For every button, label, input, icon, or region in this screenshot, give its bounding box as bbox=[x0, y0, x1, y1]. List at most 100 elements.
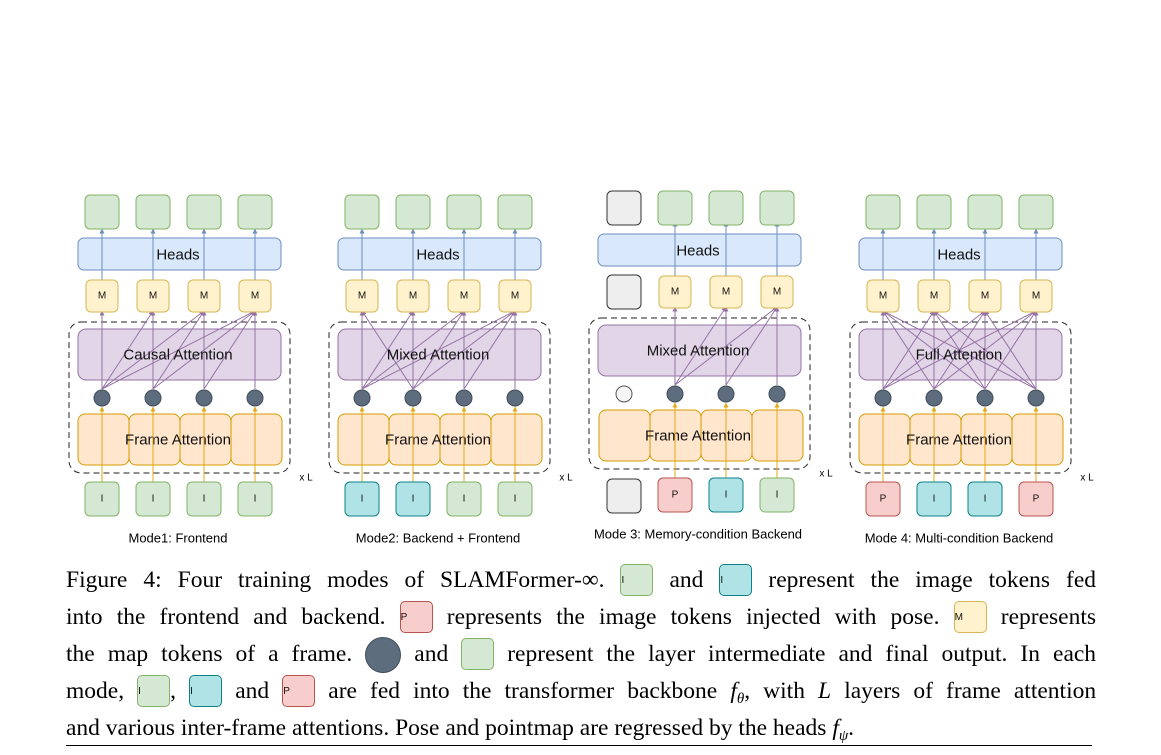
output-token bbox=[446, 194, 482, 230]
caption-text: and bbox=[669, 567, 704, 593]
attention-arrow bbox=[933, 310, 1037, 390]
repeat-label: x L bbox=[299, 473, 313, 484]
map-token-label: M bbox=[149, 291, 157, 302]
input-token-green bbox=[446, 481, 482, 517]
map-token-label: M bbox=[200, 291, 208, 302]
input-token-green bbox=[84, 481, 120, 517]
intermediate-dot bbox=[353, 389, 371, 407]
heads-box bbox=[77, 237, 282, 271]
attention-label: Full Attention bbox=[916, 347, 1003, 364]
frame-attention-label: Frame Attention bbox=[645, 428, 751, 445]
map-token bbox=[238, 279, 272, 313]
pose-token-icon: P bbox=[282, 674, 316, 707]
input-token-cyan bbox=[967, 481, 1003, 517]
map-token-label: M bbox=[460, 291, 468, 302]
intermediate-dot bbox=[768, 385, 786, 403]
bottom-rule bbox=[66, 745, 1092, 746]
output-token bbox=[237, 194, 273, 230]
output-token bbox=[135, 194, 171, 230]
attention-arrow bbox=[674, 306, 727, 386]
intermediate-dot bbox=[506, 389, 524, 407]
attention-label: Mixed Attention bbox=[387, 347, 490, 364]
heads-label: Heads bbox=[937, 247, 980, 264]
repeat-label: x L bbox=[559, 473, 573, 484]
frame-attention-cell bbox=[230, 413, 283, 466]
memory-intermediate-dot bbox=[615, 385, 633, 403]
attention-arrow bbox=[101, 310, 154, 390]
output-token bbox=[657, 190, 693, 226]
map-token-label: M bbox=[511, 291, 519, 302]
attention-label: Causal Attention bbox=[123, 347, 232, 364]
output-token bbox=[1018, 194, 1054, 230]
intermediate-dot bbox=[93, 389, 111, 407]
output-token bbox=[967, 194, 1003, 230]
map-token-label: M bbox=[251, 291, 259, 302]
intermediate-dot bbox=[404, 389, 422, 407]
repeat-label: x L bbox=[819, 469, 833, 480]
input-token-label: I bbox=[152, 494, 155, 505]
memory-output-token bbox=[606, 190, 642, 226]
output-token bbox=[186, 194, 222, 230]
frame-attention-cell bbox=[490, 413, 543, 466]
attention-arrow bbox=[882, 310, 935, 390]
caption-text: mode, bbox=[66, 678, 125, 704]
map-token-label: M bbox=[358, 291, 366, 302]
map-token bbox=[866, 279, 900, 313]
repeat-block-border bbox=[849, 321, 1072, 474]
mode-label: Mode2: Backend + Frontend bbox=[356, 531, 520, 546]
map-token-label: M bbox=[1032, 291, 1040, 302]
input-token-green bbox=[186, 481, 222, 517]
map-token bbox=[658, 275, 692, 309]
frame-attention-label: Frame Attention bbox=[906, 432, 1012, 449]
map-token-label: M bbox=[930, 291, 938, 302]
repeat-block-border bbox=[68, 321, 291, 474]
output-token bbox=[759, 190, 795, 226]
map-token bbox=[709, 275, 743, 309]
input-token-cyan bbox=[344, 481, 380, 517]
caption-line-1: Figure 4: Four training modes of SLAMFor… bbox=[66, 562, 1096, 599]
memory-input-token bbox=[606, 478, 642, 514]
intermediate-output-dot-icon bbox=[365, 636, 402, 673]
math-subscript: θ bbox=[736, 691, 745, 707]
repeat-block-border bbox=[588, 317, 811, 470]
map-token-label: M bbox=[671, 287, 679, 298]
math-subscript: ψ bbox=[838, 728, 849, 744]
intermediate-dot bbox=[717, 385, 735, 403]
caption-text: are fed into the transformer backbone bbox=[328, 678, 718, 704]
intermediate-dot bbox=[874, 389, 892, 407]
input-token-label: I bbox=[203, 494, 206, 505]
output-token bbox=[344, 194, 380, 230]
input-token-red bbox=[865, 481, 901, 517]
caption-text: represent the image tokens fed bbox=[768, 567, 1097, 593]
attention-arrow bbox=[984, 310, 1037, 390]
frame-attention-cell bbox=[1011, 413, 1064, 466]
attention-arrow bbox=[882, 310, 1037, 390]
attention-arrow bbox=[203, 310, 256, 390]
input-token-label: I bbox=[776, 490, 779, 501]
caption-text: the map tokens of a frame. bbox=[66, 641, 353, 667]
input-token-label: I bbox=[984, 494, 987, 505]
output-token bbox=[84, 194, 120, 230]
caption-text: represents bbox=[1000, 604, 1097, 630]
frame-attention-cell bbox=[77, 413, 130, 466]
heads-label: Heads bbox=[156, 247, 199, 264]
input-token-cyan bbox=[708, 477, 744, 513]
caption-text: and bbox=[414, 641, 449, 667]
attention-arrow bbox=[412, 310, 465, 390]
map-token bbox=[760, 275, 794, 309]
inter-frame-attention-box bbox=[858, 328, 1063, 381]
attention-label: Mixed Attention bbox=[647, 343, 750, 360]
input-token-cyan bbox=[395, 481, 431, 517]
map-token-label: M bbox=[879, 291, 887, 302]
green-image-token-icon: I bbox=[137, 674, 171, 707]
intermediate-dot bbox=[195, 389, 213, 407]
caption-text: Figure 4: Four training modes of SLAMFor… bbox=[66, 567, 605, 593]
input-token-label: I bbox=[725, 490, 728, 501]
math-symbol: f bbox=[730, 678, 737, 704]
map-token-label: M bbox=[409, 291, 417, 302]
input-token-label: P bbox=[880, 494, 887, 505]
